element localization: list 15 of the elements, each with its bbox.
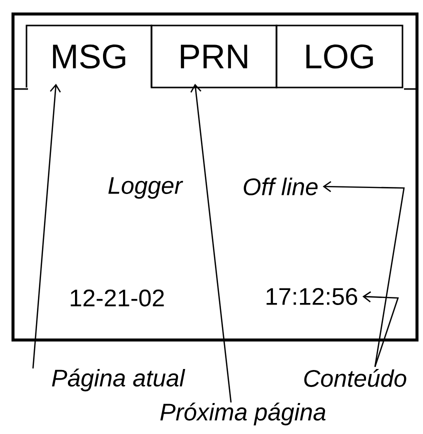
callout-label: Página atual bbox=[52, 368, 186, 392]
callout-label: Próxima página bbox=[160, 402, 326, 426]
display-text: 17:12:56 bbox=[266, 288, 358, 305]
tab: PRN bbox=[150, 24, 278, 88]
callout-label: Conteúdo bbox=[304, 369, 406, 387]
tab: MSG bbox=[26, 24, 152, 88]
screen-frame bbox=[12, 12, 418, 342]
arrow bbox=[190, 84, 232, 403]
arrow bbox=[32, 84, 61, 369]
display-text: Off line bbox=[244, 178, 318, 196]
display-text: 12-21-02 bbox=[70, 290, 164, 306]
display-text: Logger bbox=[108, 177, 184, 199]
arrow bbox=[322, 181, 405, 367]
tab: LOG bbox=[276, 24, 404, 88]
arrow bbox=[362, 291, 399, 368]
